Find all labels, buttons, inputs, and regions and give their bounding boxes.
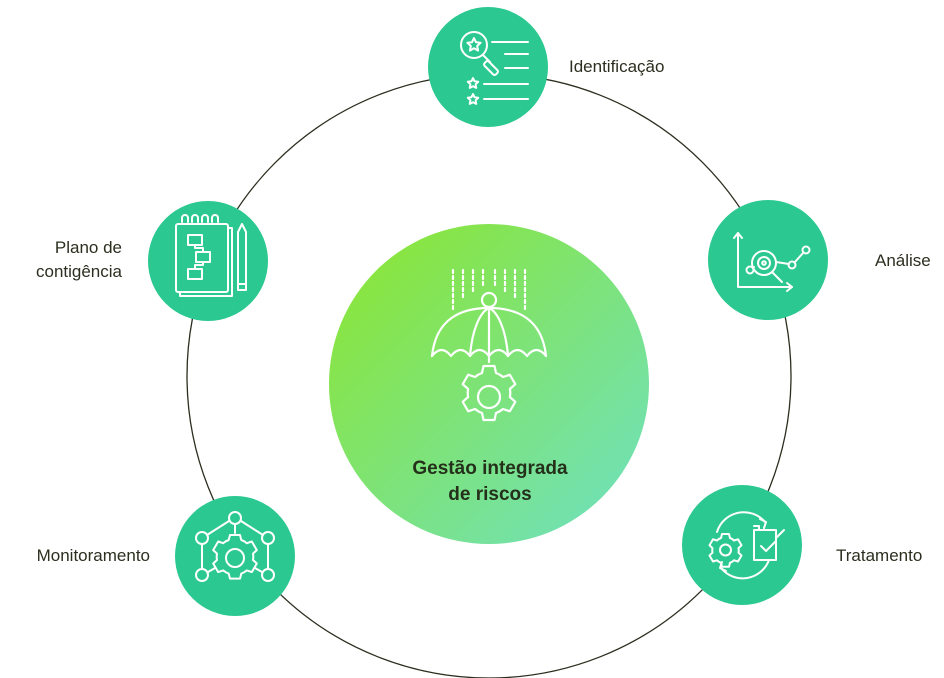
- node-monitoramento: [175, 496, 295, 616]
- label-monitoramento: Monitoramento: [8, 545, 150, 567]
- label-tratamento-text: Tratamento: [836, 546, 923, 565]
- label-analise-text: Análise: [875, 251, 931, 270]
- label-identificacao-text: Identificação: [569, 57, 665, 76]
- analysis-chart-icon: [733, 232, 811, 292]
- label-plano-contingencia: Plano de contigência: [10, 236, 122, 284]
- node-analise: [708, 200, 828, 320]
- label-tratamento: Tratamento: [836, 545, 922, 567]
- label-plano-contingencia-line2: contigência: [35, 262, 122, 281]
- label-analise: Análise: [875, 250, 931, 272]
- center-title-line2: de riscos: [448, 484, 532, 505]
- label-identificacao: Identificação: [569, 56, 664, 78]
- label-monitoramento-text: Monitoramento: [36, 546, 150, 565]
- gear-network-icon: [195, 511, 275, 582]
- notebook-flowchart-icon: [175, 214, 247, 297]
- magnifier-star-list-icon: [460, 31, 529, 105]
- center-title: Gestão integrada de riscos: [360, 456, 620, 508]
- umbrella-gear-icon: [430, 268, 548, 422]
- center-circle: [329, 224, 649, 544]
- label-plano-contingencia-line1: Plano de: [54, 238, 122, 257]
- center-title-line1: Gestão integrada: [412, 458, 568, 479]
- gear-document-cycle-icon: [708, 511, 785, 580]
- node-identificacao: [428, 7, 548, 127]
